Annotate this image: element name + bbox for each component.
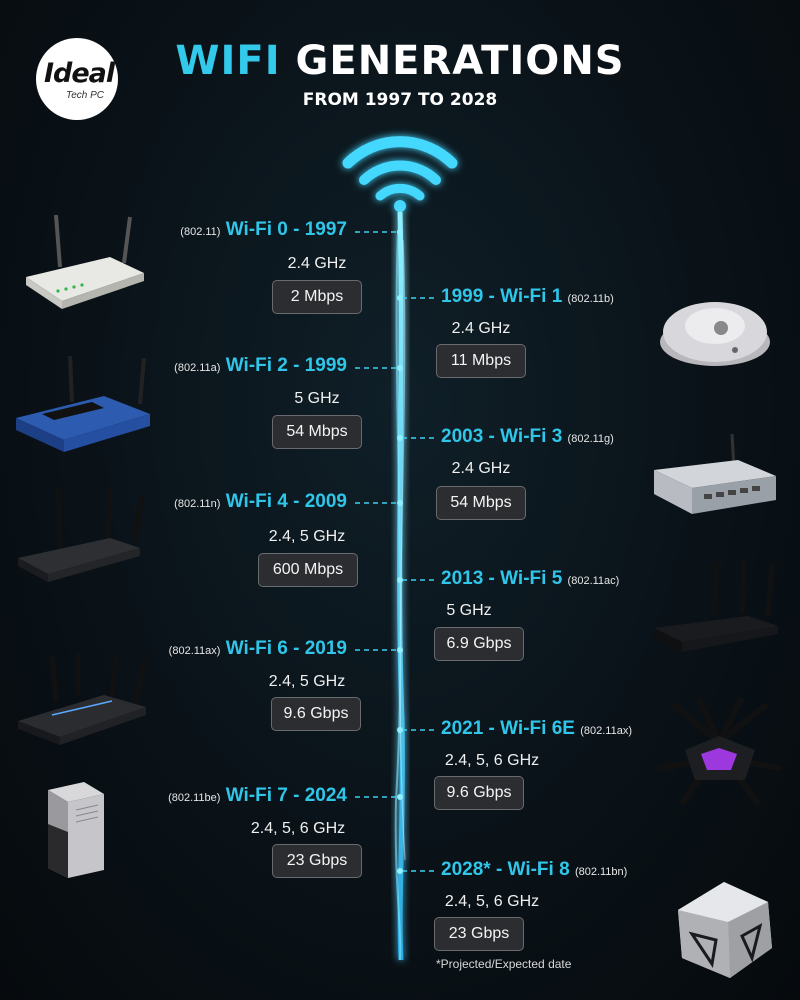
logo-badge: Ideal Tech PC bbox=[36, 38, 118, 120]
gen4-speed-badge: 600 Mbps bbox=[258, 553, 358, 587]
wifi-signal-icon bbox=[342, 136, 458, 212]
gen3-speed-badge: 54 Mbps bbox=[436, 486, 526, 520]
gen6e-frequency: 2.4, 5, 6 GHz bbox=[444, 752, 540, 769]
gen0-standard: (802.11) bbox=[180, 226, 221, 238]
router-icon bbox=[18, 487, 144, 582]
router-icon bbox=[16, 355, 150, 452]
gen8-title: 2028* - Wi-Fi 8 bbox=[441, 859, 570, 880]
title-rest: GENERATIONS bbox=[295, 38, 625, 84]
gen1-speed-badge: 11 Mbps bbox=[436, 344, 526, 378]
router-icon bbox=[654, 433, 776, 514]
gen0-frequency: 2.4 GHz bbox=[287, 255, 347, 272]
gen3-heading: 2003 - Wi-Fi 3 (802.11g) bbox=[441, 426, 614, 448]
gen0-title: Wi-Fi 0 - 1997 bbox=[225, 219, 347, 240]
gen6-standard: (802.11ax) bbox=[168, 645, 221, 657]
gen1-heading: 1999 - Wi-Fi 1 (802.11b) bbox=[441, 286, 614, 308]
router-icon bbox=[26, 214, 144, 309]
router-icon bbox=[654, 560, 778, 652]
timeline-spine bbox=[394, 211, 406, 961]
gen5-standard: (802.11ac) bbox=[567, 575, 620, 587]
gen6-frequency: 2.4, 5 GHz bbox=[268, 673, 346, 690]
router-icon bbox=[18, 653, 147, 745]
gen5-title: 2013 - Wi-Fi 5 bbox=[441, 568, 563, 589]
title-accent: WIFI bbox=[175, 38, 281, 84]
gen5-heading: 2013 - Wi-Fi 5 (802.11ac) bbox=[441, 568, 619, 590]
router-icon bbox=[48, 782, 104, 878]
gen3-standard: (802.11g) bbox=[567, 433, 614, 445]
gen6e-heading: 2021 - Wi-Fi 6E (802.11ax) bbox=[441, 718, 632, 740]
gen2-speed-badge: 54 Mbps bbox=[272, 415, 362, 449]
gen4-frequency: 2.4, 5 GHz bbox=[268, 528, 346, 545]
router-icon bbox=[678, 882, 772, 978]
logo-brand: Ideal bbox=[44, 58, 115, 89]
gen4-standard: (802.11n) bbox=[174, 498, 221, 510]
gen6-speed-badge: 9.6 Gbps bbox=[271, 697, 361, 731]
gen8-frequency: 2.4, 5, 6 GHz bbox=[444, 893, 540, 910]
router-icon bbox=[658, 698, 782, 805]
gen7-frequency: 2.4, 5, 6 GHz bbox=[250, 820, 346, 837]
footnote: *Projected/Expected date bbox=[436, 957, 572, 971]
gen2-standard: (802.11a) bbox=[174, 362, 221, 374]
page-subtitle: FROM 1997 TO 2028 bbox=[302, 90, 498, 110]
gen6e-speed-badge: 9.6 Gbps bbox=[434, 776, 524, 810]
gen1-title: 1999 - Wi-Fi 1 bbox=[441, 286, 563, 307]
timeline-connectors bbox=[355, 229, 438, 874]
gen6e-title: 2021 - Wi-Fi 6E bbox=[441, 718, 575, 739]
gen8-heading: 2028* - Wi-Fi 8 (802.11bn) bbox=[441, 859, 627, 881]
gen5-frequency: 5 GHz bbox=[446, 602, 492, 619]
gen2-title: Wi-Fi 2 - 1999 bbox=[225, 355, 347, 376]
gen6e-standard: (802.11ax) bbox=[580, 725, 632, 737]
gen3-frequency: 2.4 GHz bbox=[451, 460, 511, 477]
gen8-standard: (802.11bn) bbox=[574, 866, 628, 878]
gen7-speed-badge: 23 Gbps bbox=[272, 844, 362, 878]
gen7-standard: (802.11be) bbox=[168, 792, 221, 804]
gen7-title: Wi-Fi 7 - 2024 bbox=[225, 785, 347, 806]
gen4-heading: (802.11n) Wi-Fi 4 - 2009 bbox=[174, 491, 347, 513]
gen0-heading: (802.11) Wi-Fi 0 - 1997 bbox=[180, 219, 347, 241]
gen6-title: Wi-Fi 6 - 2019 bbox=[225, 638, 347, 659]
gen1-frequency: 2.4 GHz bbox=[451, 320, 511, 337]
page-title: WIFI GENERATIONS bbox=[0, 38, 800, 84]
gen7-heading: (802.11be) Wi-Fi 7 - 2024 bbox=[168, 785, 347, 807]
gen5-speed-badge: 6.9 Gbps bbox=[434, 627, 524, 661]
router-icon bbox=[660, 302, 770, 366]
gen3-title: 2003 - Wi-Fi 3 bbox=[441, 426, 563, 447]
gen2-heading: (802.11a) Wi-Fi 2 - 1999 bbox=[174, 355, 347, 377]
gen8-speed-badge: 23 Gbps bbox=[434, 917, 524, 951]
logo-subtext: Tech PC bbox=[66, 90, 104, 101]
gen1-standard: (802.11b) bbox=[567, 293, 614, 305]
gen0-speed-badge: 2 Mbps bbox=[272, 280, 362, 314]
gen2-frequency: 5 GHz bbox=[294, 390, 340, 407]
gen4-title: Wi-Fi 4 - 2009 bbox=[225, 491, 347, 512]
gen6-heading: (802.11ax) Wi-Fi 6 - 2019 bbox=[169, 638, 347, 660]
